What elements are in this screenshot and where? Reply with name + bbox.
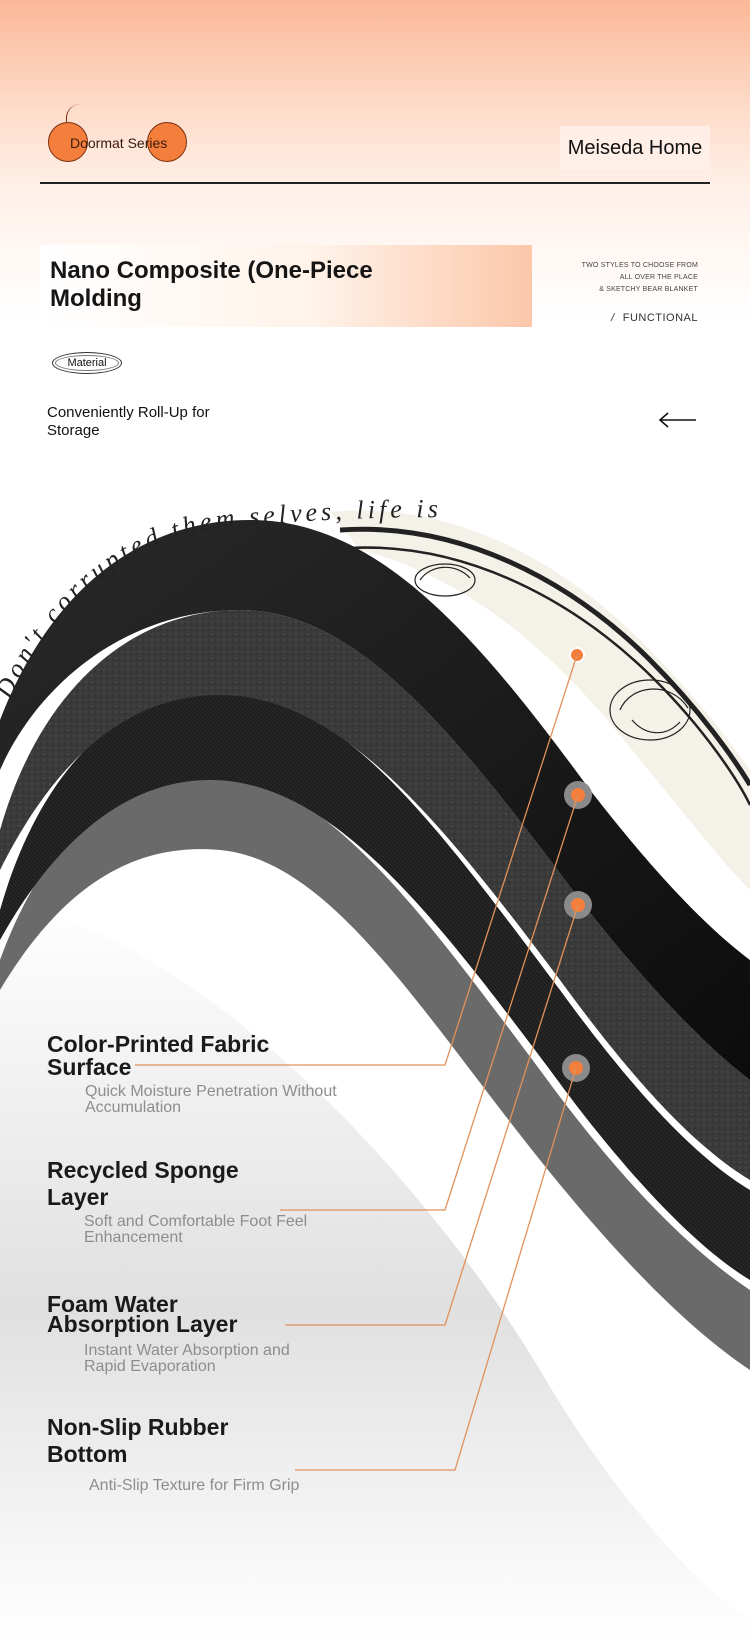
side-notes: TWO STYLES TO CHOOSE FROM ALL OVER THE P… xyxy=(582,260,698,296)
page-title: Nano Composite (One-Piece Molding xyxy=(50,257,373,312)
layer-desc-rubber: Anti-Slip Texture for Firm Grip xyxy=(89,1477,300,1494)
slash-icon: / xyxy=(611,312,615,324)
layer-desc-foam: Instant Water Absorption and Rapid Evapo… xyxy=(84,1342,290,1375)
material-badge-text: Material xyxy=(67,357,107,369)
orange-circle-icon xyxy=(48,122,88,162)
logo-text: Doormat Series xyxy=(70,135,168,151)
foam-absorption-layer xyxy=(0,690,750,1280)
orange-circle-icon xyxy=(147,122,187,162)
layer-title-fabric: Color-Printed Fabric Surface xyxy=(47,1031,270,1080)
ground-shadow xyxy=(0,900,750,1641)
fabric-backing-layer xyxy=(0,520,750,1080)
material-badge: Material xyxy=(52,352,122,374)
arrow-left-icon[interactable] xyxy=(658,410,698,430)
roll-up-text: Conveniently Roll-Up for Storage xyxy=(47,404,210,439)
header-divider xyxy=(40,182,710,184)
layer-title-foam: Foam Water Absorption Layer xyxy=(47,1291,238,1337)
side-note: ALL OVER THE PLACE xyxy=(619,274,698,281)
stem-icon xyxy=(66,104,81,122)
brand-box: Meiseda Home xyxy=(560,126,710,170)
layer-desc-sponge: Soft and Comfortable Foot Feel Enhanceme… xyxy=(84,1213,308,1246)
side-note: & SKETCHY BEAR BLANKET xyxy=(599,286,698,293)
rubber-bottom-layer xyxy=(0,770,750,1370)
sponge-layer xyxy=(0,610,750,1180)
side-note: TWO STYLES TO CHOOSE FROM xyxy=(581,262,698,269)
mat-layers-illustration: Don't corrupted them selves, life is xyxy=(0,494,750,1641)
layer-title-sponge: Recycled Sponge Layer xyxy=(47,1157,239,1210)
title-band: Nano Composite (One-Piece Molding xyxy=(40,245,532,327)
brand-name: Meiseda Home xyxy=(567,136,703,159)
layer-title-rubber: Non-Slip Rubber Bottom xyxy=(47,1414,229,1467)
logo[interactable]: Doormat Series xyxy=(48,104,188,164)
layer-desc-fabric: Quick Moisture Penetration Without Accum… xyxy=(85,1083,337,1116)
functional-label: / FUNCTIONAL xyxy=(611,312,698,324)
functional-text: FUNCTIONAL xyxy=(622,312,698,324)
rose-sketch-icon xyxy=(273,563,691,741)
